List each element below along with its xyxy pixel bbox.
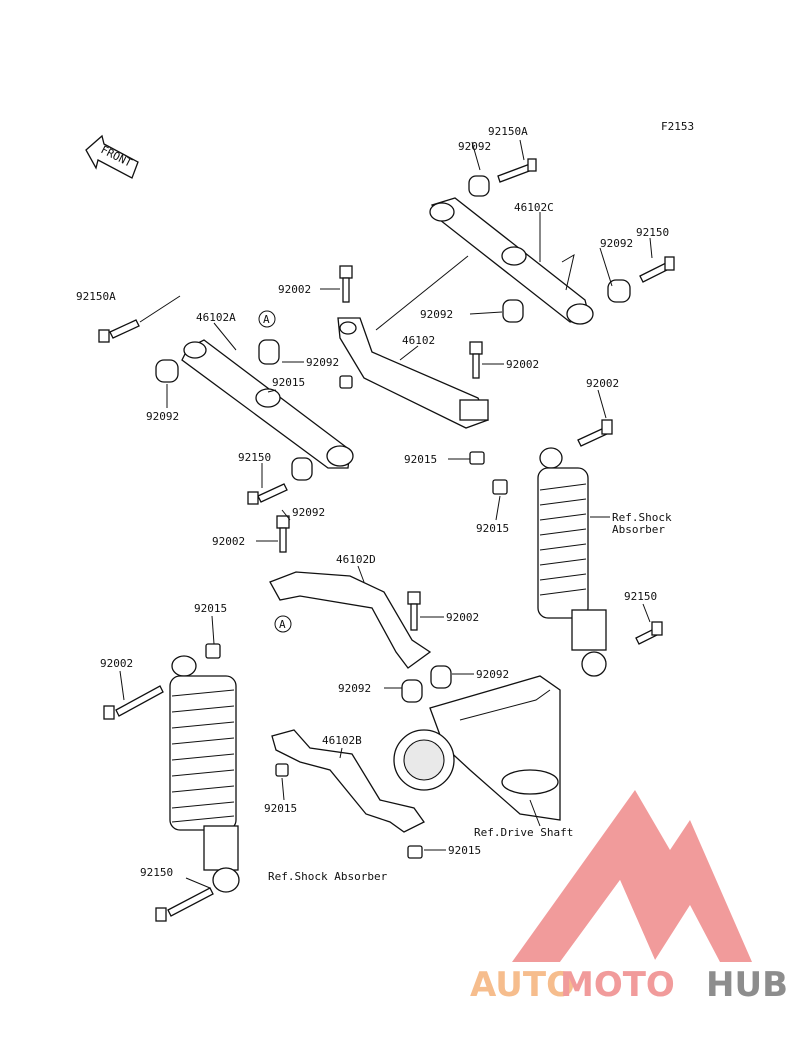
label-92092-b: 92092 <box>292 506 325 519</box>
bolt-92002-shock <box>577 419 613 447</box>
callout-a-top: A <box>258 310 276 328</box>
bushing-92092-right <box>607 279 631 303</box>
lower-arm-46102B <box>271 729 425 833</box>
label-ref-shock-bottom: Ref.Shock Absorber <box>268 870 388 883</box>
bolt-92002-d <box>407 591 421 631</box>
label-92002-upper: 92002 <box>278 283 311 296</box>
nut-92015-bottom <box>407 845 423 859</box>
label-92015-b: 92015 <box>264 802 297 815</box>
label-ref-shock-right: Ref.Shock <box>612 511 672 524</box>
label-92002-d: 92002 <box>446 611 479 624</box>
label-92150A-top: 92150A <box>488 125 528 138</box>
nut-92015-mid <box>469 451 485 465</box>
label-92092-top: 92092 <box>458 140 491 153</box>
label-92002-lower: 92002 <box>212 535 245 548</box>
label-92002-mid: 92002 <box>506 358 539 371</box>
callout-a-bottom: A <box>274 615 292 633</box>
label-46102B: 46102B <box>322 734 362 747</box>
automotohub-watermark: AUTO MOTO HUB <box>470 790 788 1005</box>
bushing-92092-left <box>155 359 179 383</box>
watermark-auto: AUTO <box>470 965 575 1005</box>
bolt-92150-left <box>247 483 288 505</box>
label-46102A: 46102A <box>196 311 236 324</box>
label-ref-shock-right-2: Absorber <box>612 523 665 536</box>
label-92150A-left: 92150A <box>76 290 116 303</box>
bolt-92002-left <box>103 685 164 720</box>
nut-92015-a <box>339 375 353 389</box>
bolt-92002-lower <box>276 515 290 553</box>
bushing-92092-b <box>291 457 313 481</box>
label-92002-shock: 92002 <box>586 377 619 390</box>
lower-arm-46102D <box>269 571 432 669</box>
watermark-hub: HUB <box>706 965 788 1005</box>
bolt-92150-bottom <box>155 887 214 922</box>
label-92150-shock: 92150 <box>624 590 657 603</box>
nut-92015-b <box>275 763 289 777</box>
bushing-92092-d2 <box>401 679 423 703</box>
bushing-92092-d1 <box>430 665 452 689</box>
leader-lines <box>119 139 653 889</box>
label-92092-a: 92092 <box>306 356 339 369</box>
bushing-92092-top <box>468 175 490 197</box>
label-92015-left: 92015 <box>194 602 227 615</box>
label-46102D: 46102D <box>336 553 376 566</box>
watermark-moto: MOTO <box>560 965 675 1005</box>
label-46102: 46102 <box>402 334 435 347</box>
bushing-92092-mid <box>502 299 524 323</box>
shock-absorber-left <box>169 655 240 893</box>
label-92092-d1: 92092 <box>476 668 509 681</box>
label-92015-bottom: 92015 <box>448 844 481 857</box>
label-92092-left: 92092 <box>146 410 179 423</box>
bushing-92092-a <box>258 339 280 365</box>
part-labels: 92150A 92092 46102C 92150 92092 92002 92… <box>76 125 672 883</box>
drive-shaft-housing <box>393 675 561 821</box>
label-92015-right: 92015 <box>476 522 509 535</box>
label-46102C: 46102C <box>514 201 554 214</box>
bolt-92150-right <box>639 256 675 283</box>
label-92015-a: 92015 <box>272 376 305 389</box>
bolt-92150A-top <box>497 158 537 183</box>
label-92092-mid: 92092 <box>420 308 453 321</box>
figure-code: F2153 <box>661 120 694 133</box>
watermark-triangle-cutout <box>560 880 655 962</box>
bolt-92002-mid <box>469 341 483 379</box>
shock-absorber-right <box>537 447 607 677</box>
label-92002-left: 92002 <box>100 657 133 670</box>
nut-92015-right <box>492 479 508 495</box>
bolt-92150A-left <box>98 295 181 343</box>
label-92150-bottom: 92150 <box>140 866 173 879</box>
bolt-92150-shock <box>635 621 663 645</box>
callout-a-top-label: A <box>263 313 270 326</box>
nut-92015-left <box>205 643 221 659</box>
label-ref-drive-shaft: Ref.Drive Shaft <box>474 826 573 839</box>
watermark-triangle-shape <box>512 790 752 962</box>
bolt-92002-upper <box>339 265 353 303</box>
middle-arm-46102 <box>337 255 489 429</box>
label-92092-d2: 92092 <box>338 682 371 695</box>
callout-a-bottom-label: A <box>279 618 286 631</box>
label-92150-right: 92150 <box>636 226 669 239</box>
label-92092-right: 92092 <box>600 237 633 250</box>
upper-arm-46102A <box>181 339 354 469</box>
label-92015-mid: 92015 <box>404 453 437 466</box>
upper-arm-46102C <box>429 197 594 325</box>
label-92150-left: 92150 <box>238 451 271 464</box>
front-arrow-icon: FRONT <box>85 134 139 179</box>
